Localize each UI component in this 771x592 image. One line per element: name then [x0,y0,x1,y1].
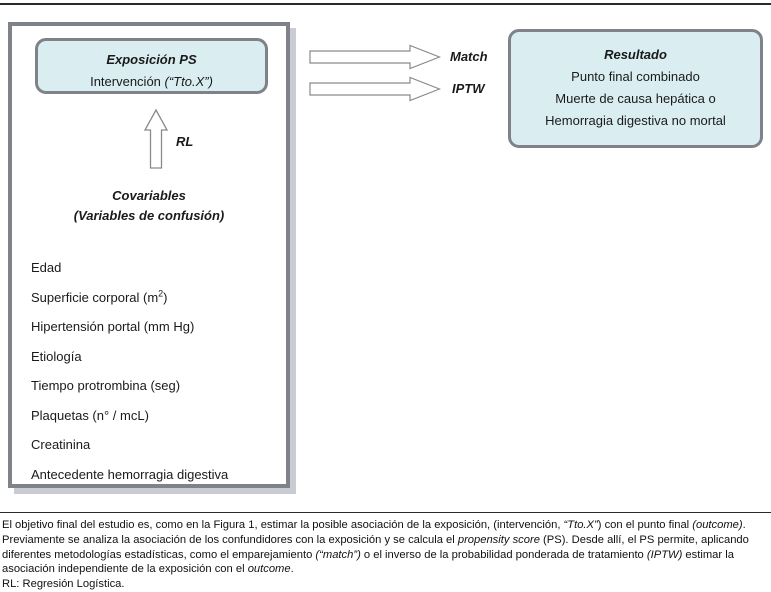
caption-italic-tto: “Tto.X” [563,519,598,531]
covariate-label: Plaquetas (n° / mcL) [31,407,149,423]
iptw-arrow-label: IPTW [452,81,485,96]
exposure-subtitle-plain: Intervención [90,74,165,89]
left-panel-frame [8,22,290,488]
caption-seg-c: . Previamente se analiza la asociación d… [2,519,746,546]
caption-paragraph-2: RL: Regresión Logística. [2,578,125,591]
result-box-title: Resultado [604,47,667,62]
list-item: Tiempo protrombina (seg) [31,371,281,401]
caption-italic-outcome-2: outcome [247,563,291,576]
covariate-label: Etiología [31,348,82,364]
covariate-superscript: 2 [158,288,164,299]
match-arrow-icon [309,44,441,70]
covariates-heading-line1: Covariables [112,188,186,203]
covariates-heading-line2: (Variables de confusión) [73,208,225,223]
caption-seg-a: El objetivo final del estudio es, como e… [2,519,564,531]
covariates-heading: Covariables (Variables de confusión) [8,186,290,226]
list-item: Antecedente hemorragia digestiva [31,460,281,490]
exposure-box-title: Exposición PS [106,52,197,67]
covariate-label: Hipertensión portal (mm Hg) [31,319,195,334]
caption-italic-propensity-score: propensity score [457,533,540,546]
covariate-label: Edad [31,260,62,275]
covariate-tail: ) [163,289,168,305]
caption-paragraph-1: El objetivo final del estudio es, como e… [2,518,769,577]
caption-seg-d: (PS). Desde allí, el PS permite, aplican… [2,533,749,561]
list-item: Hipertensión portal (mm Hg) [31,312,281,342]
list-item: Superficie corporal (m2) [31,283,281,313]
rl-arrow-label: RL [176,134,194,149]
top-divider-rule [0,3,771,5]
result-box: Resultado Punto final combinado Muerte d… [508,29,763,148]
list-item: Edad [31,253,281,283]
iptw-arrow-icon [309,76,441,102]
caption-italic-match: (“match”) [315,548,361,561]
covariate-label: Superficie corporal (m [31,289,159,305]
caption-seg-e: o el inverso de la probabilidad ponderad… [360,548,647,561]
covariates-list: Edad Superficie corporal (m2) Hipertensi… [31,253,281,489]
covariate-label: Antecedente hemorragia digestiva [31,466,229,482]
match-arrow-label: Match [450,49,488,64]
list-item: Creatinina [31,430,281,460]
result-box-line-3: Hemorragia digestiva no mortal [545,113,726,128]
figure-caption: El objetivo final del estudio es, como e… [2,518,769,592]
covariate-label: Tiempo protrombina (seg) [31,378,181,393]
rl-up-arrow-icon [143,108,169,169]
caption-seg-f: estimar la asociación independiente de l… [2,548,734,576]
caption-seg-b: ) con el punto final [597,519,693,531]
covariate-label: Creatinina [31,437,91,452]
caption-italic-iptw: (IPTW) [646,548,683,561]
caption-seg-g: . [290,563,294,576]
caption-italic-outcome-1: (outcome) [692,519,743,531]
caption-divider-rule [0,512,771,513]
exposure-subtitle-italic: (“Tto.X”) [164,74,213,89]
list-item: Etiología [31,342,281,372]
result-box-line-2: Muerte de causa hepática o [555,91,716,106]
list-item: Plaquetas (n° / mcL) [31,401,281,431]
exposure-box-subtitle: Intervención (“Tto.X”) [38,71,265,93]
exposure-box: Exposición PS Intervención (“Tto.X”) [35,38,268,94]
result-box-line-1: Punto final combinado [571,69,700,84]
